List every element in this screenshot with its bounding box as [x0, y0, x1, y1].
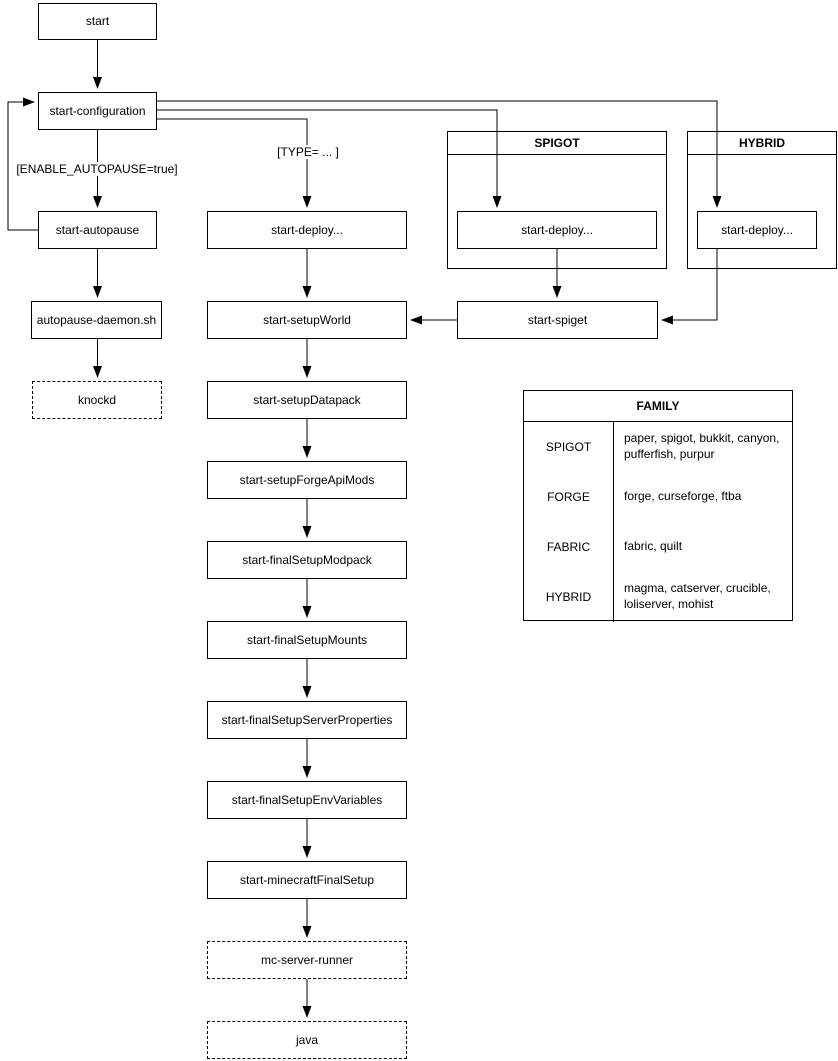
- node-start-autopause: start-autopause: [38, 211, 157, 249]
- spigot-group-title: SPIGOT: [448, 132, 666, 155]
- node-start-configuration: start-configuration: [38, 92, 157, 130]
- node-start-deploy: start-deploy...: [207, 211, 407, 249]
- family-members-spigot: paper, spigot, bukkit, canyon, pufferfis…: [613, 422, 792, 472]
- node-start-finalsetupmodpack: start-finalSetupModpack: [207, 541, 407, 579]
- node-start-finalsetupmounts: start-finalSetupMounts: [207, 621, 407, 659]
- node-knockd: knockd: [32, 381, 162, 419]
- family-name-spigot: SPIGOT: [545, 440, 592, 454]
- family-members-forge: forge, curseforge, ftba: [613, 472, 792, 522]
- family-members-fabric: fabric, quilt: [613, 522, 792, 572]
- node-start: start: [38, 3, 157, 40]
- node-start-setupdatapack: start-setupDatapack: [207, 381, 407, 419]
- node-java: java: [207, 1021, 407, 1059]
- node-start-finalsetupenvvariables: start-finalSetupEnvVariables: [207, 781, 407, 819]
- hybrid-group-title: HYBRID: [688, 132, 836, 155]
- table-row: FABRIC fabric, quilt: [524, 522, 792, 572]
- family-name-fabric: FABRIC: [546, 540, 591, 554]
- node-start-setupforgeapimods: start-setupForgeApiMods: [207, 461, 407, 499]
- edge-label-type: [TYPE= ... ]: [275, 145, 341, 159]
- table-row: SPIGOT paper, spigot, bukkit, canyon, pu…: [524, 422, 792, 472]
- family-name-forge: FORGE: [547, 490, 590, 504]
- family-members-hybrid: magma, catserver, crucible, loliserver, …: [613, 572, 792, 622]
- family-table-title: FAMILY: [524, 391, 792, 422]
- family-name-hybrid: HYBRID: [545, 590, 592, 604]
- node-start-finalsetupserverproperties: start-finalSetupServerProperties: [207, 701, 407, 739]
- node-start-setupworld: start-setupWorld: [207, 301, 407, 339]
- node-mc-server-runner: mc-server-runner: [207, 941, 407, 979]
- table-row: FORGE forge, curseforge, ftba: [524, 472, 792, 522]
- table-row: HYBRID magma, catserver, crucible, lolis…: [524, 572, 792, 622]
- edge-label-enable-autopause: [ENABLE_AUTOPAUSE=true]: [14, 162, 180, 176]
- node-start-minecraftfinalsetup: start-minecraftFinalSetup: [207, 861, 407, 899]
- node-start-spiget: start-spiget: [457, 301, 658, 339]
- family-table: FAMILY SPIGOT paper, spigot, bukkit, can…: [523, 390, 793, 622]
- node-autopause-daemon: autopause-daemon.sh: [31, 301, 162, 339]
- node-start-deploy-hybrid: start-deploy...: [697, 211, 817, 249]
- node-start-deploy-spigot: start-deploy...: [457, 211, 657, 249]
